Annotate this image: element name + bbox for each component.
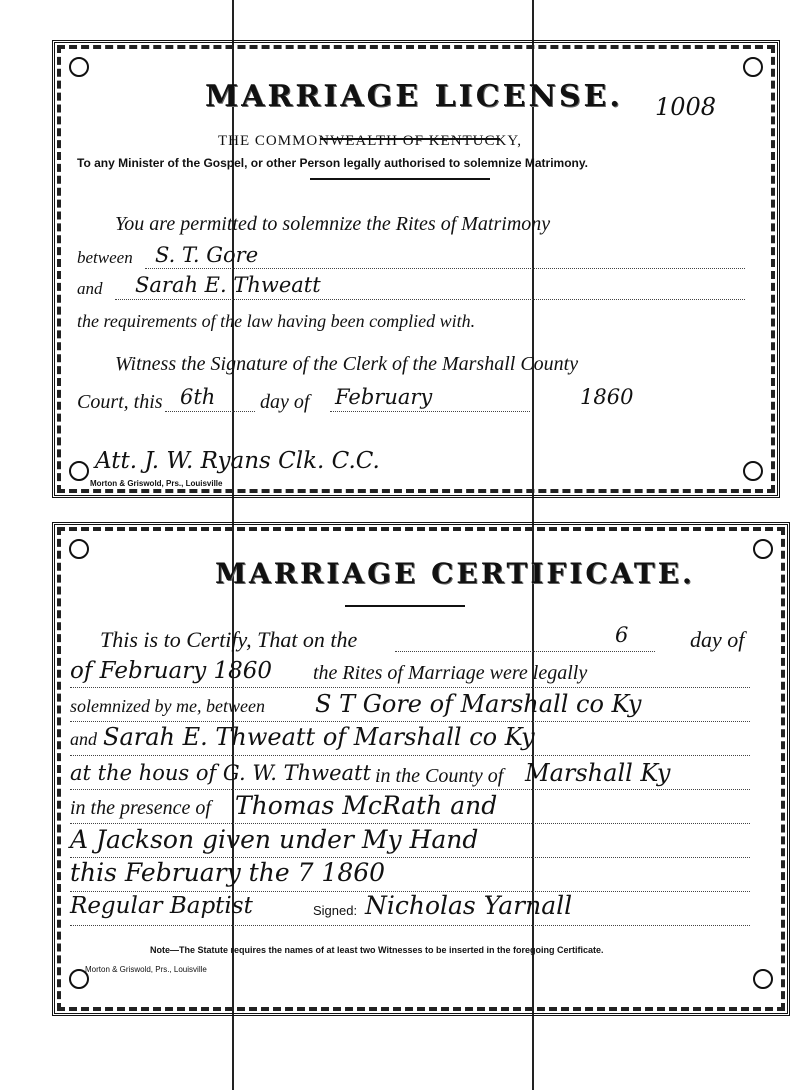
- fold-line: [532, 0, 534, 1090]
- marriage-certificate-panel: MARRIAGE CERTIFICATE. This is to Certify…: [52, 522, 790, 1016]
- fill-line: [70, 925, 750, 926]
- fill-line: [70, 687, 750, 688]
- scroll-ornament-icon: [743, 57, 763, 77]
- cert-groom: S T Gore of Marshall co Ky: [315, 690, 642, 718]
- and-label: and: [77, 279, 103, 298]
- court-label: Court, this: [77, 391, 163, 413]
- commonwealth-heading: THE COMMONWEALTH OF KENTUCKY,: [218, 133, 523, 149]
- witness-1: Thomas McRath and: [235, 791, 498, 820]
- requirements-text: the requirements of the law having been …: [77, 311, 476, 331]
- witness-2: A Jackson given under My Hand: [70, 825, 479, 854]
- clerk-signature: Att. J. W. Ryans Clk. C.C.: [95, 448, 380, 474]
- minister-signature: Nicholas Yarnall: [365, 891, 573, 920]
- permitted-text: You are permitted to solemnize the Rites…: [115, 213, 551, 235]
- scroll-ornament-icon: [69, 539, 89, 559]
- statute-note: Note—The Statute requires the names of a…: [150, 945, 604, 955]
- day-of-label: day of: [690, 627, 745, 652]
- denomination: Regular Baptist: [70, 893, 253, 919]
- fill-line: [165, 411, 255, 412]
- day-of-label: day of: [260, 391, 310, 413]
- divider: [320, 138, 500, 140]
- certificate-title: MARRIAGE CERTIFICATE.: [215, 557, 695, 590]
- groom-name: S. T. Gore: [155, 243, 259, 267]
- scroll-ornament-icon: [753, 539, 773, 559]
- fill-line: [330, 411, 530, 412]
- fill-line: [70, 823, 750, 824]
- divider: [310, 178, 490, 180]
- fill-line: [70, 755, 750, 756]
- license-title: MARRIAGE LICENSE.: [205, 79, 623, 114]
- cert-dated: this February the 7 1860: [70, 858, 386, 887]
- license-day: 6th: [180, 385, 216, 409]
- divider: [345, 605, 465, 607]
- cert-county: Marshall Ky: [525, 759, 671, 787]
- fill-line: [70, 721, 750, 722]
- scroll-ornament-icon: [69, 57, 89, 77]
- scroll-ornament-icon: [69, 461, 89, 481]
- rites-text: the Rites of Marriage were legally: [313, 662, 588, 684]
- fill-line: [70, 891, 750, 892]
- fill-line: [395, 651, 655, 652]
- scroll-ornament-icon: [753, 969, 773, 989]
- printer-credit: Morton & Griswold, Prs., Louisville: [85, 965, 207, 974]
- license-year: 1860: [580, 385, 634, 409]
- cert-day: 6: [615, 623, 629, 647]
- fill-line: [145, 268, 745, 269]
- cert-house: at the hous of G. W. Thweatt: [70, 761, 371, 785]
- county-label: in the County of: [375, 765, 504, 787]
- fill-line: [115, 299, 745, 300]
- fill-line: [70, 857, 750, 858]
- between-label: between: [77, 248, 133, 267]
- address-line: To any Minister of the Gospel, or other …: [77, 156, 588, 170]
- license-month: February: [335, 385, 433, 409]
- fold-line: [232, 0, 234, 1090]
- fill-line: [70, 789, 750, 790]
- signed-label: Signed:: [313, 903, 358, 918]
- certify-text: This is to Certify, That on the: [100, 627, 358, 652]
- scroll-ornament-icon: [743, 461, 763, 481]
- bride-name: Sarah E. Thweatt: [135, 273, 321, 297]
- presence-label: in the presence of: [70, 797, 211, 819]
- cert-month-year: of February 1860: [70, 658, 273, 684]
- solemnized-text: solemnized by me, between: [70, 696, 265, 716]
- witness-text: Witness the Signature of the Clerk of th…: [115, 353, 579, 375]
- printer-credit: Morton & Griswold, Prs., Louisville: [90, 479, 223, 488]
- cert-bride: Sarah E. Thweatt of Marshall co Ky: [103, 723, 535, 751]
- marriage-license-panel: MARRIAGE LICENSE. 1008 THE COMMONWEALTH …: [52, 40, 780, 498]
- and-label: and: [70, 729, 97, 749]
- scroll-ornament-icon: [69, 969, 89, 989]
- license-number: 1008: [655, 93, 717, 121]
